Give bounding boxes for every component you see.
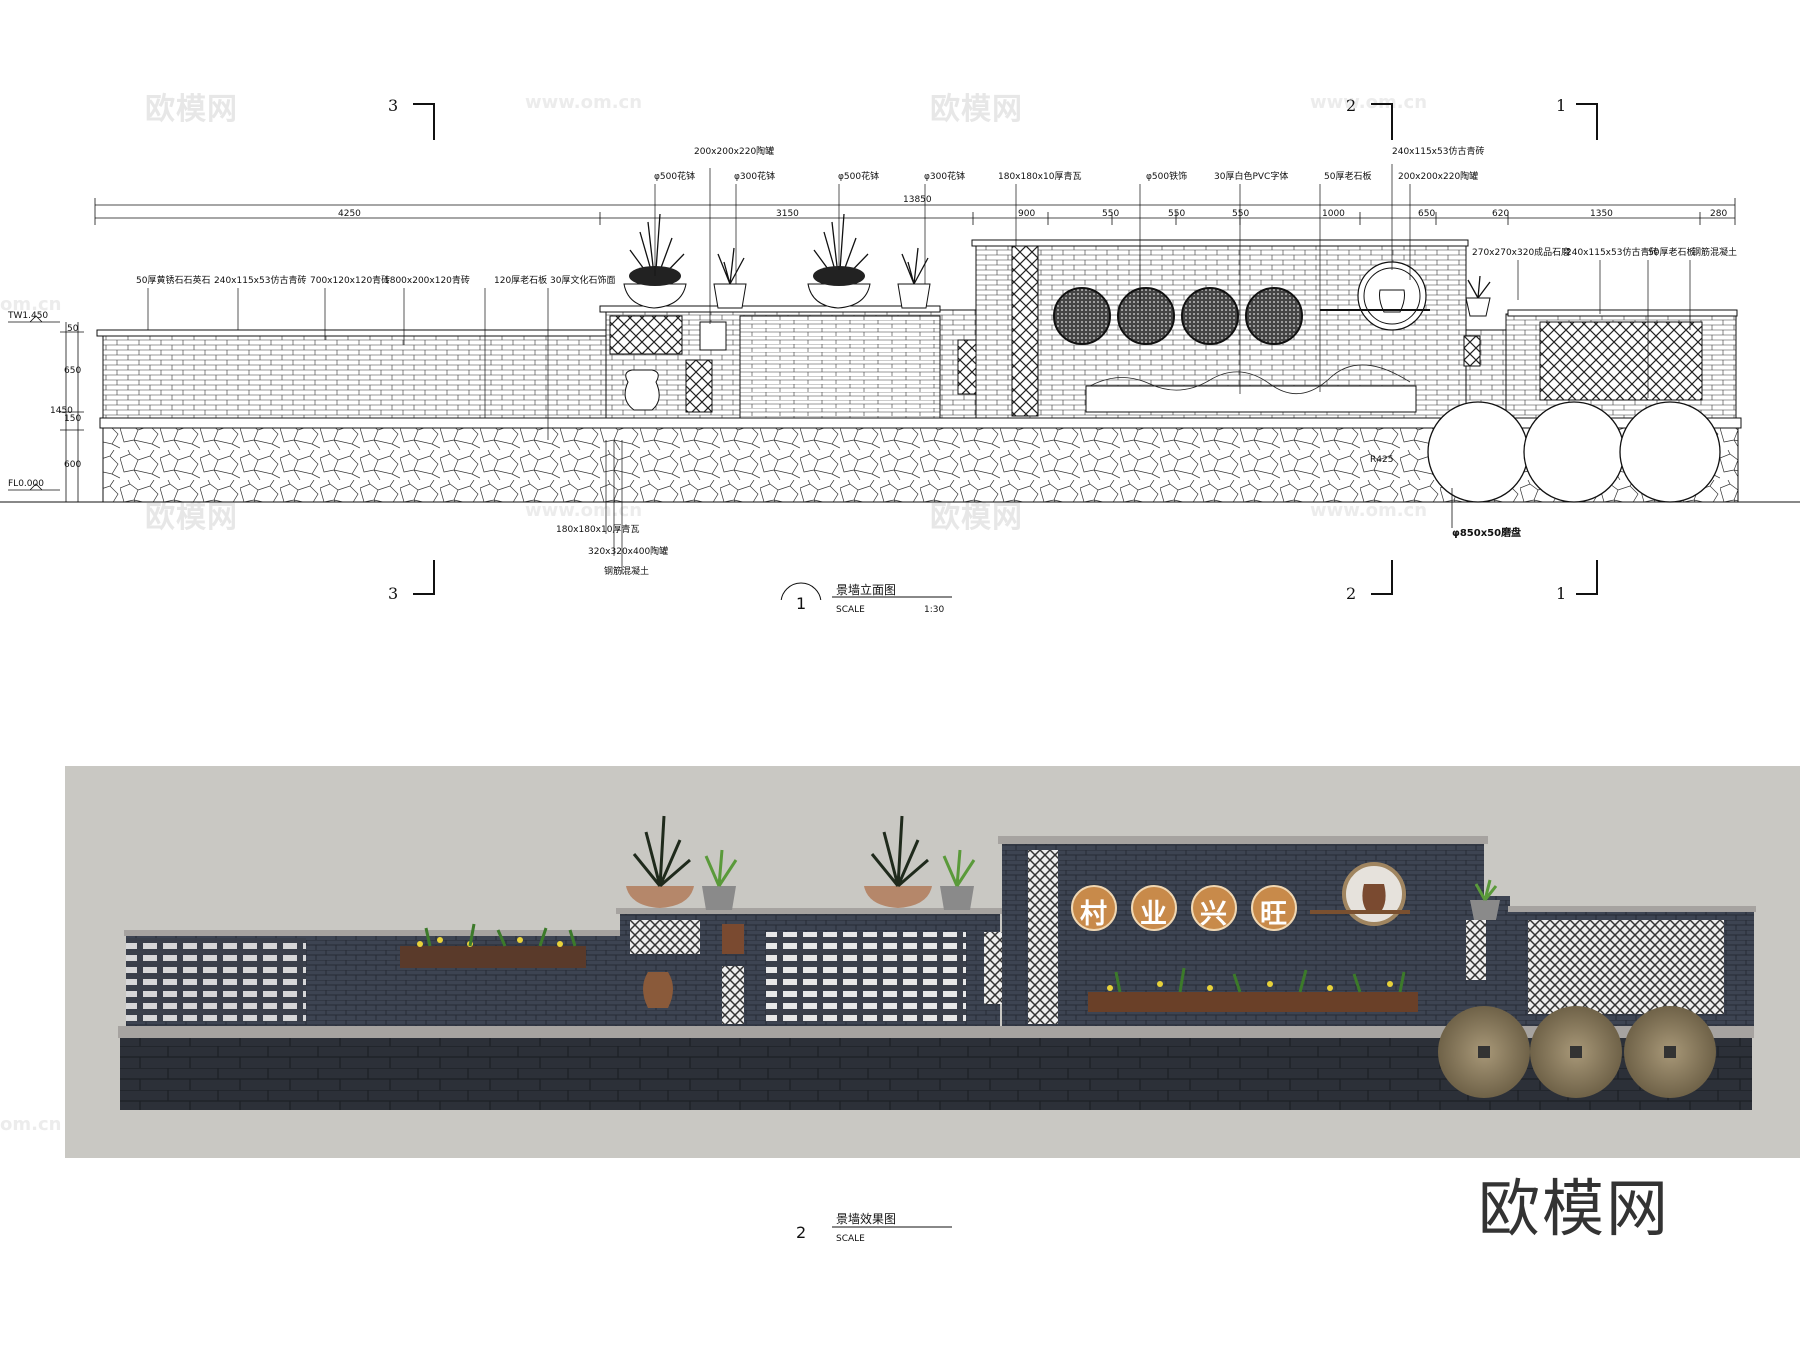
label-stone-cap: 50厚黄锈石石英石 (136, 276, 211, 286)
label-brick: 240x115x53仿古青砖 (214, 276, 307, 286)
section-marker-1-top: 1 (1556, 96, 1567, 115)
elevation-drawing (0, 103, 1800, 600)
watermark-url: www.om.cn (525, 92, 643, 113)
dim-segment: 620 (1492, 209, 1510, 219)
dim-vertical: 150 (64, 414, 82, 424)
dim-segment: 4250 (338, 209, 361, 219)
label-millstone: φ850x50磨盘 (1452, 528, 1522, 539)
label-iron: φ500铁饰 (1146, 172, 1188, 182)
render-title-underline (832, 1226, 952, 1228)
label-concrete: 钢筋混凝土 (1692, 248, 1738, 258)
dim-segment: 650 (1418, 209, 1436, 219)
elevation-scale-label: SCALE (836, 605, 865, 615)
sign-char-2: 业 (1140, 899, 1167, 930)
dim-segment: 550 (1168, 209, 1186, 219)
render-title: 景墙效果图 (836, 1212, 897, 1226)
label-pot-500: φ500花钵 (654, 172, 696, 182)
label-brick-700: 700x120x120青砖 (310, 276, 391, 286)
sign-char-4: 旺 (1260, 899, 1287, 930)
watermark-edge: om.cn (0, 294, 62, 315)
elevation-number: 1 (796, 594, 807, 613)
label-millstone-small: 270x270x320成品石磨 (1472, 248, 1571, 258)
watermark-edge: om.cn (0, 1114, 62, 1135)
label-stone-slab: 50厚老石板 (1324, 172, 1372, 182)
label-culture-stone: 30厚文化石饰面 (550, 276, 616, 286)
section-marker-1-bottom: 1 (1556, 584, 1567, 603)
label-pot-300: φ300花钵 (734, 172, 776, 182)
dim-segment: 550 (1102, 209, 1120, 219)
level-tw: TW1.450 (8, 311, 49, 321)
dim-segment: 1350 (1590, 209, 1613, 219)
dim-vertical: 600 (64, 460, 82, 470)
sign-char-3: 兴 (1200, 899, 1227, 930)
section-marker-2-top: 2 (1346, 96, 1357, 115)
dim-segment: 1000 (1322, 209, 1345, 219)
render-scale-label: SCALE (836, 1234, 865, 1244)
level-fl: FL0.000 (8, 479, 44, 489)
dim-segment: 900 (1018, 209, 1036, 219)
section-marker-2-bottom: 2 (1346, 584, 1357, 603)
dim-segment: 3150 (776, 209, 799, 219)
sign-char-1: 村 (1080, 899, 1107, 930)
dim-segment: 550 (1232, 209, 1250, 219)
dim-vertical: 50 (67, 324, 79, 334)
section-marker-3-bottom: 3 (388, 584, 399, 603)
label-stone-slab: 50厚老石板 (1648, 248, 1696, 258)
watermark-url: www.om.cn (1310, 92, 1428, 113)
watermark-brand: 欧模网 (930, 92, 1023, 127)
label-tile: 180x180x10厚青瓦 (998, 172, 1082, 182)
section-marker-3-top: 3 (388, 96, 399, 115)
label-tile: 180x180x10厚青瓦 (556, 525, 640, 535)
label-pot-300: φ300花钵 (924, 172, 966, 182)
label-concrete: 钢筋混凝土 (604, 567, 650, 577)
label-jar-big: 320x320x400陶罐 (588, 547, 669, 557)
elevation-scale-value: 1:30 (924, 605, 945, 615)
label-brick-1800: 1800x200x120青砖 (384, 276, 470, 286)
watermark-url: www.om.cn (1310, 500, 1428, 521)
watermark-url: www.om.cn (525, 500, 643, 521)
dim-vertical: 1450 (50, 406, 73, 416)
label-brick: 240x115x53仿古青砖 (1392, 147, 1485, 157)
watermark-brand: 欧模网 (930, 500, 1023, 535)
dim-total: 13850 (903, 195, 932, 205)
elevation-title: 景墙立面图 (836, 583, 897, 597)
render-image (65, 766, 1800, 1158)
label-pvc-text: 30厚白色PVC字体 (1214, 172, 1289, 182)
label-stone-120: 120厚老石板 (494, 276, 548, 286)
dim-vertical: 650 (64, 366, 82, 376)
render-number: 2 (796, 1223, 807, 1242)
watermark-brand: 欧模网 (145, 500, 238, 535)
brand-logo-text: 欧模网 (1478, 1172, 1671, 1245)
label-radius: R425 (1370, 455, 1394, 465)
label-jar: 200x200x220陶罐 (694, 147, 775, 157)
label-pot-500: φ500花钵 (838, 172, 880, 182)
label-brick: 240x115x53仿古青砖 (1566, 248, 1659, 258)
watermark-brand: 欧模网 (145, 92, 238, 127)
label-jar: 200x200x220陶罐 (1398, 172, 1479, 182)
dim-segment: 280 (1710, 209, 1728, 219)
